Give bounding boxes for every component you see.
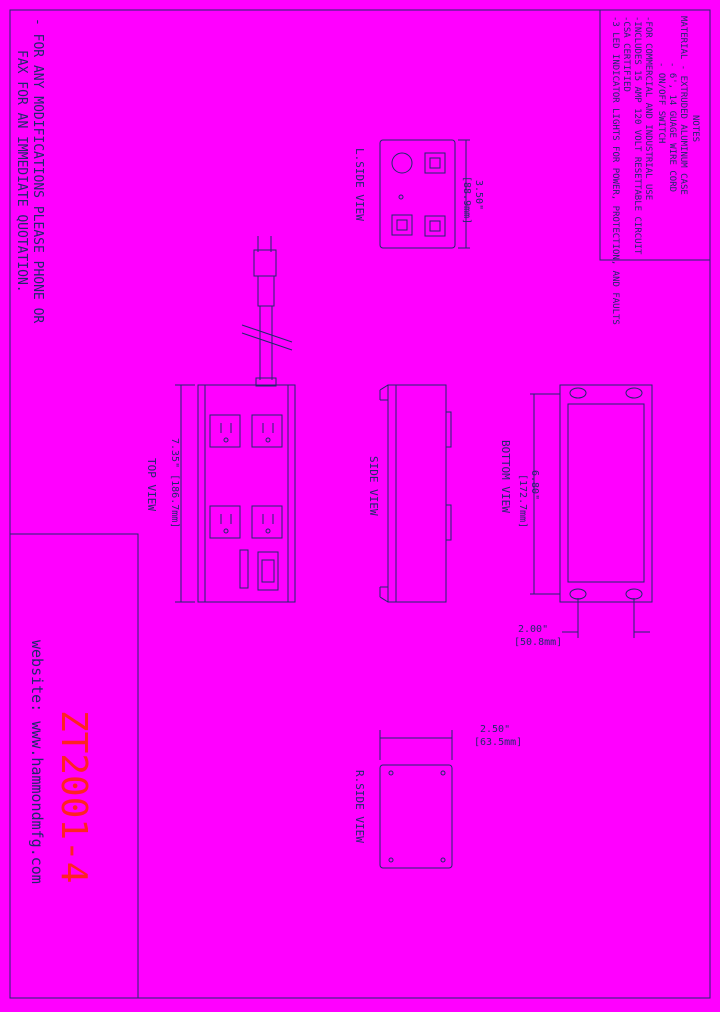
modification-note-line-2: FAX FOR AN IMMEDIATE QUOTATION. <box>14 50 29 293</box>
title-block-frame <box>9 533 139 999</box>
rside-dim: 2.50" <box>480 724 510 735</box>
lside-view-label: L.SIDE VIEW <box>353 148 366 221</box>
side-view-label: SIDE VIEW <box>367 456 380 516</box>
left-side-view <box>379 139 470 249</box>
bottom-view-dim-width-mm: [50.8mm] <box>514 637 562 648</box>
outlet <box>209 414 241 448</box>
bottom-view-dim: 6.80" <box>529 470 540 500</box>
notes-heading: NOTES <box>690 115 700 142</box>
note-line-7: -3 LED INDICATOR LIGHTS FOR POWER, PROTE… <box>610 16 620 325</box>
lside-dim-mm: [88.9mm] <box>461 176 472 224</box>
side-view <box>379 384 452 603</box>
lside-dim: 3.50" <box>473 180 484 210</box>
bottom-view-label: BOTTOM VIEW <box>499 440 512 513</box>
sheet-border <box>9 9 711 999</box>
outlet <box>251 414 283 448</box>
note-line-6: -CSA CERTIFIED <box>621 16 631 92</box>
rside-dim-mm: [63.5mm] <box>474 737 522 748</box>
led-indicator-strip <box>239 549 249 589</box>
note-line-3: - ON/OFF SWITCH <box>656 62 666 143</box>
on-off-switch <box>257 551 279 591</box>
part-number: ZT2001-4 <box>53 710 94 883</box>
notes-block: NOTES MATERIAL - EXTRUDED ALUMINUM CASE … <box>610 16 700 325</box>
modification-note: - FOR ANY MODIFICATIONS PLEASE PHONE OR … <box>14 18 45 323</box>
top-view <box>175 384 296 603</box>
note-line-5: -INCLUDES 15 AMP 120 VOLT RESETTABLE CIR… <box>632 16 642 255</box>
note-line-4: -FOR COMMERCIAL AND INDUSTRIAL USE <box>643 16 653 200</box>
right-side-view <box>379 730 453 869</box>
bottom-view <box>530 384 653 638</box>
website-text: website: www.hammondmfg.com <box>28 640 46 884</box>
top-view-label: TOP VIEW <box>145 458 158 511</box>
bottom-view-dim-mm: [172.7mm] <box>517 474 528 528</box>
power-cord-plug <box>241 236 293 387</box>
rside-view-label: R.SIDE VIEW <box>353 770 366 843</box>
outlet <box>209 505 241 539</box>
notes-frame <box>599 9 711 261</box>
note-line-1: MATERIAL - EXTRUDED ALUMINUM CASE <box>678 16 688 195</box>
top-view-dim: 7.35" [186.7mm] <box>169 438 180 528</box>
note-line-2: - 6', 14 GUAGE WIRE CORD <box>667 62 677 192</box>
outlet <box>251 505 283 539</box>
modification-note-line-1: - FOR ANY MODIFICATIONS PLEASE PHONE OR <box>30 18 45 323</box>
bottom-view-dim-width: 2.00" <box>518 624 548 635</box>
